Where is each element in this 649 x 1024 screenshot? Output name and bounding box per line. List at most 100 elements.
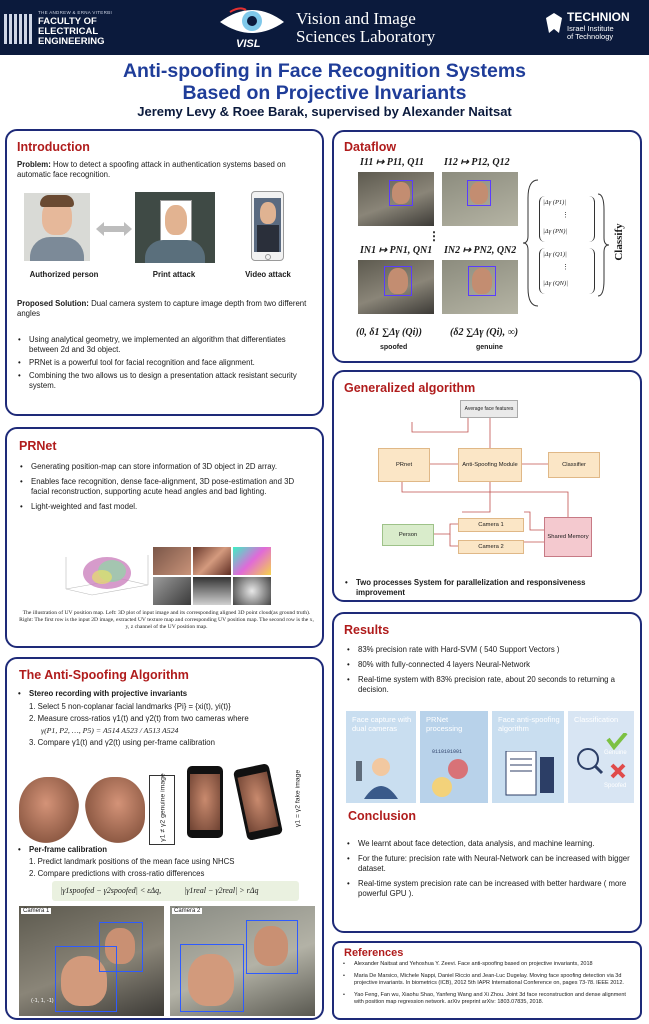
classification-icon: [577, 733, 628, 779]
poster-title: Anti-spoofing in Face Recognition System…: [122, 60, 527, 104]
pipeline-step-prnet: PRNet processing 0110101001: [420, 711, 488, 803]
box-shared-memory: Shared Memory: [544, 517, 592, 557]
architecture-connectors: [401, 418, 569, 547]
list-item: Two processes System for parallelization…: [344, 578, 634, 598]
box-person: Person: [382, 524, 434, 546]
list-item: Yao Feng, Fan wu, Xiaohu Shao, Yanfeng W…: [342, 992, 636, 1006]
step-2: 2. Measure cross-ratios γ1(t) and γ2(t) …: [29, 714, 249, 723]
box-prnet: PRnet: [378, 448, 430, 482]
algorithm-title: The Anti-Spoofing Algorithm: [19, 668, 189, 682]
generalized-title: Generalized algorithm: [344, 381, 476, 395]
conclusion-bullets: We learnt about face detection, data ana…: [346, 839, 636, 902]
pipeline-step-capture: Face capture with dual cameras: [346, 711, 416, 803]
list-item: 80% with fully-connected 4 layers Neural…: [346, 660, 636, 670]
faculty-small-text: THE ANDREW & ERNA VITERBI: [38, 10, 113, 15]
faculty-logo-icon: [4, 14, 34, 44]
list-item: PRNet is a powerful tool for facial reco…: [17, 358, 313, 368]
delta-gamma-q-vector: |Δγ (Q1)| ⋮ |Δγ (QN)|: [539, 248, 595, 294]
header-banner: THE ANDREW & ERNA VITERBI FACULTY OF ELE…: [0, 0, 649, 55]
introduction-title: Introduction: [17, 140, 90, 154]
results-bullets: 83% precision rate with Hard-SVM ( 540 S…: [346, 645, 636, 698]
camera-capture-icon: [356, 758, 398, 799]
per-frame-steps: 1. Predict landmark positions of the mea…: [29, 857, 319, 881]
mesh-head-left: [19, 777, 79, 843]
visl-lab-name: Vision and Image Sciences Laboratory: [296, 9, 436, 46]
list-item: Light-weighted and fast model.: [19, 502, 309, 512]
references-panel: References Alexander Naitsat and Yehoshu…: [332, 941, 642, 1020]
authorized-person-photo: [24, 193, 90, 261]
double-arrow-icon: [96, 222, 132, 236]
uv-texture-thumb: [193, 547, 231, 575]
list-item: We learnt about face detection, data ana…: [346, 839, 636, 849]
input-image-thumb: [153, 547, 191, 575]
prnet-caption: The illustration of UV position map. Lef…: [19, 610, 314, 630]
fake-label: γ1 = γ2 fake image: [294, 769, 302, 828]
box-camera-2: Camera 2: [458, 540, 524, 554]
delta-gamma-p-vector: |Δγ (P1)| ⋮ |Δγ (PN)|: [539, 196, 595, 242]
technion-logo: TECHNION Israel Institute of Technology: [545, 8, 645, 48]
list-item: Using analytical geometry, we implemente…: [17, 335, 313, 355]
label-video-attack: Video attack: [245, 270, 291, 279]
references-list: Alexander Naitsat and Yehoshua Y. Zeevi.…: [342, 961, 636, 1009]
introduction-panel: Introduction Problem: How to detect a sp…: [5, 129, 324, 416]
proposed-solution: Proposed Solution: Dual camera system to…: [17, 299, 307, 318]
list-item: Real-time system precision rate can be i…: [346, 879, 636, 899]
video-attack-tablet: [251, 191, 284, 261]
3d-point-cloud-plot: [65, 555, 149, 596]
introduction-bullets: Using analytical geometry, we implemente…: [17, 335, 313, 394]
calibration-formula-box: |γ1spoofed − γ2spoofed| < εΔq, |γ1real −…: [52, 881, 299, 901]
problem-statement: Problem: How to detect a spoofing attack…: [17, 160, 286, 179]
vdots: ⋮: [428, 229, 440, 243]
pf-step-2: 2. Compare predictions with cross-ratio …: [29, 869, 205, 878]
list-item: Maria De Marsico, Michele Nappi, Daniel …: [342, 973, 636, 987]
algorithm-document-icon: [505, 751, 554, 796]
phone-left: [187, 766, 223, 838]
print-attack-photo: [135, 192, 215, 263]
list-item: Combining the two allows us to design a …: [17, 371, 313, 391]
z-channel-thumb: [233, 577, 271, 605]
spoofed-label: spoofed: [380, 344, 408, 351]
stereo-heading: Stereo recording with projective invaria…: [17, 689, 317, 699]
stereo-steps: 1. Select 5 non-coplanar facial landmark…: [29, 702, 319, 750]
in1-label: IN1 ↦ PN1, QN1: [360, 245, 433, 256]
frame-i11: [358, 172, 434, 226]
box-camera-1: Camera 1: [458, 518, 524, 532]
step-1: 1. Select 5 non-coplanar facial landmark…: [29, 702, 231, 711]
algorithm-panel: The Anti-Spoofing Algorithm Stereo recor…: [5, 657, 324, 1020]
svg-text:0110101001: 0110101001: [432, 749, 462, 755]
generalized-panel: Generalized algorithm Average face featu…: [332, 370, 642, 602]
frame-i12: [442, 172, 518, 226]
phone-right: [232, 763, 284, 841]
pipeline-step-algorithm: Face anti-spoofing algorithm: [492, 711, 564, 803]
faculty-name: FACULTY OF ELECTRICAL ENGINEERING: [38, 16, 105, 47]
dataflow-title: Dataflow: [344, 140, 397, 154]
i12-label: I12 ↦ P12, Q12: [444, 157, 510, 168]
i11-label: I11 ↦ P11, Q11: [360, 157, 424, 168]
label-authorized: Authorized person: [29, 270, 99, 279]
genuine-label: genuine: [476, 344, 503, 351]
list-item: Real-time system with 83% precision rate…: [346, 675, 636, 695]
list-item: Alexander Naitsat and Yehoshua Y. Zeevi.…: [342, 961, 636, 968]
spoofed-interval: (0, δ1 ∑Δγ (Qi)): [356, 327, 423, 338]
uv-position-thumb: [233, 547, 271, 575]
visl-eye-icon: VISL: [220, 7, 284, 50]
camera-2-frame: Camera 2: [170, 906, 315, 1016]
stereo-heading-list: Stereo recording with projective invaria…: [17, 689, 317, 702]
genuine-interval: (δ2 ∑Δγ (Qi), ∞): [450, 327, 519, 338]
cross-ratio-formula: γ(P1, P2, …, P5) = A514 A523 / A513 A524: [41, 726, 179, 735]
references-title: References: [344, 947, 404, 959]
visl-logo-text: VISL: [236, 38, 261, 50]
technion-emblem-icon: [546, 13, 562, 33]
list-item: Enables face recognition, dense face-ali…: [19, 477, 309, 497]
pf-step-1: 1. Predict landmark positions of the mea…: [29, 857, 235, 866]
mesh-head-right: [85, 777, 145, 843]
right-brace-icon: [597, 193, 610, 297]
pipeline-step-classification: Classification Genuine Spoofed: [568, 711, 634, 803]
frame-in1: [358, 260, 434, 314]
box-anti-spoofing-module: Anti-Spoofing Module: [458, 448, 522, 482]
poster-authors: Jeremy Levy & Roee Barak, supervised by …: [137, 104, 512, 119]
y-channel-thumb: [193, 577, 231, 605]
left-brace-icon: [522, 179, 539, 307]
box-average-face-features: Average face features: [460, 400, 518, 418]
step-3: 3. Compare γ1(t) and γ2(t) using per-fra…: [29, 738, 215, 747]
